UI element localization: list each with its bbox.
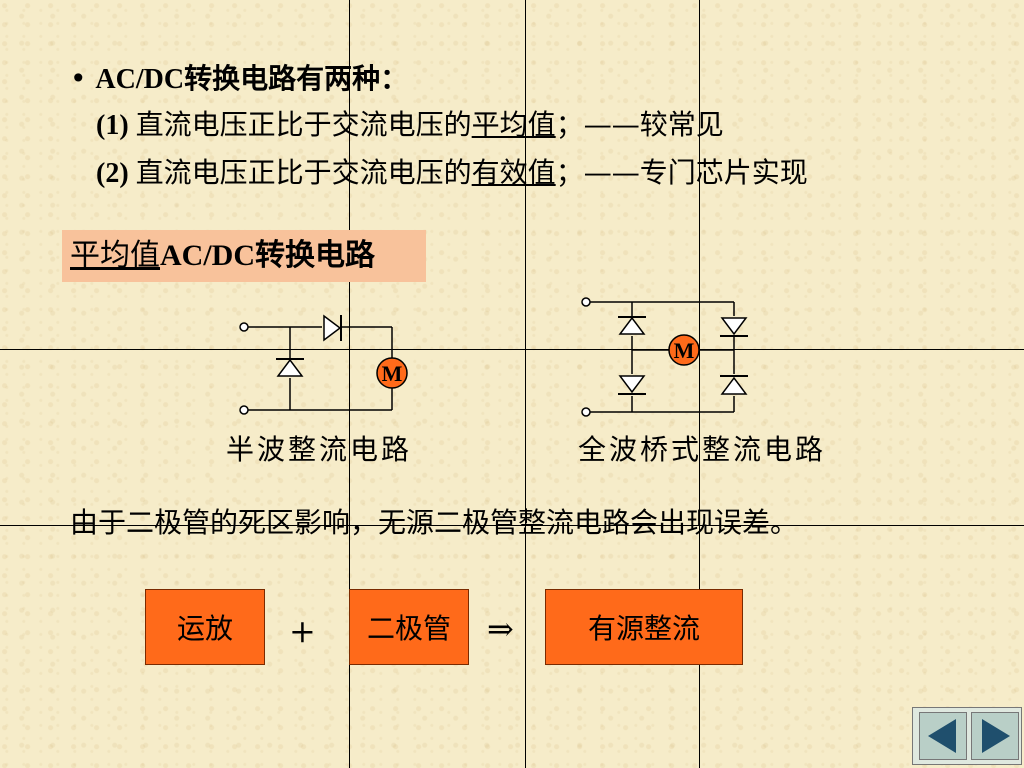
- bullet-heading: • AC/DC转换电路有两种：: [70, 62, 408, 97]
- item-2-pre: 直流电压正比于交流电压的: [135, 156, 472, 189]
- motor-icon: M: [668, 334, 700, 366]
- item-1-number: (1): [96, 110, 136, 141]
- note-text: 由于二极管的死区影响，无源二极管整流电路会出现误差。: [70, 506, 799, 539]
- full-wave-caption: 全波桥式整流电路: [578, 433, 827, 466]
- grid-line-vertical-3: [699, 0, 700, 768]
- item-1-post: ；——较常见: [555, 108, 724, 141]
- series-diode-icon: [323, 314, 342, 342]
- bridge-diode-bottom-left-icon: [618, 375, 646, 395]
- half-wave-caption: 半波整流电路: [226, 433, 413, 466]
- half-wave-circuit: M: [239, 314, 408, 415]
- next-slide-button[interactable]: [971, 712, 1019, 760]
- motor-label: M: [382, 361, 403, 386]
- grid-line-horizontal-2: [0, 525, 1024, 526]
- bullet-text: AC/DC转换电路有两种：: [95, 64, 409, 95]
- active-rectifier-box: 有源整流: [545, 589, 743, 665]
- item-1-key: 平均值: [471, 108, 556, 141]
- section-title: 平均值AC/DC转换电路: [62, 230, 426, 282]
- grid-line-horizontal-1: [0, 349, 1024, 350]
- implies-sign: ⇒: [487, 610, 514, 648]
- item-2: (2) 直流电压正比于交流电压的有效值；——专门芯片实现: [96, 156, 808, 191]
- section-title-rest: AC/DC转换电路: [160, 239, 375, 272]
- item-1: (1) 直流电压正比于交流电压的平均值；——较常见: [96, 108, 724, 143]
- prev-slide-button[interactable]: [919, 712, 967, 760]
- item-2-post: ；——专门芯片实现: [555, 156, 808, 189]
- item-1-pre: 直流电压正比于交流电压的: [135, 108, 472, 141]
- bridge-diode-bottom-right-icon: [720, 375, 748, 395]
- slide-nav: [912, 707, 1022, 765]
- item-2-number: (2): [96, 158, 136, 189]
- motor-icon: M: [376, 357, 408, 389]
- left-arrow-icon: [928, 719, 956, 753]
- motor-label: M: [674, 338, 695, 363]
- bridge-diode-top-left-icon: [618, 316, 646, 335]
- grid-line-vertical-1: [349, 0, 350, 768]
- bridge-diode-top-right-icon: [720, 317, 748, 337]
- item-2-key: 有效值: [471, 156, 556, 189]
- section-title-key: 平均值: [70, 238, 160, 273]
- right-arrow-icon: [982, 719, 1010, 753]
- shunt-diode-icon: [276, 358, 304, 377]
- grid-line-vertical-2: [525, 0, 526, 768]
- full-wave-circuit: M: [581, 297, 748, 417]
- diode-box: 二极管: [349, 589, 469, 665]
- bullet-marker: •: [70, 62, 87, 95]
- plus-sign: +: [289, 612, 316, 650]
- op-amp-box: 运放: [145, 589, 265, 665]
